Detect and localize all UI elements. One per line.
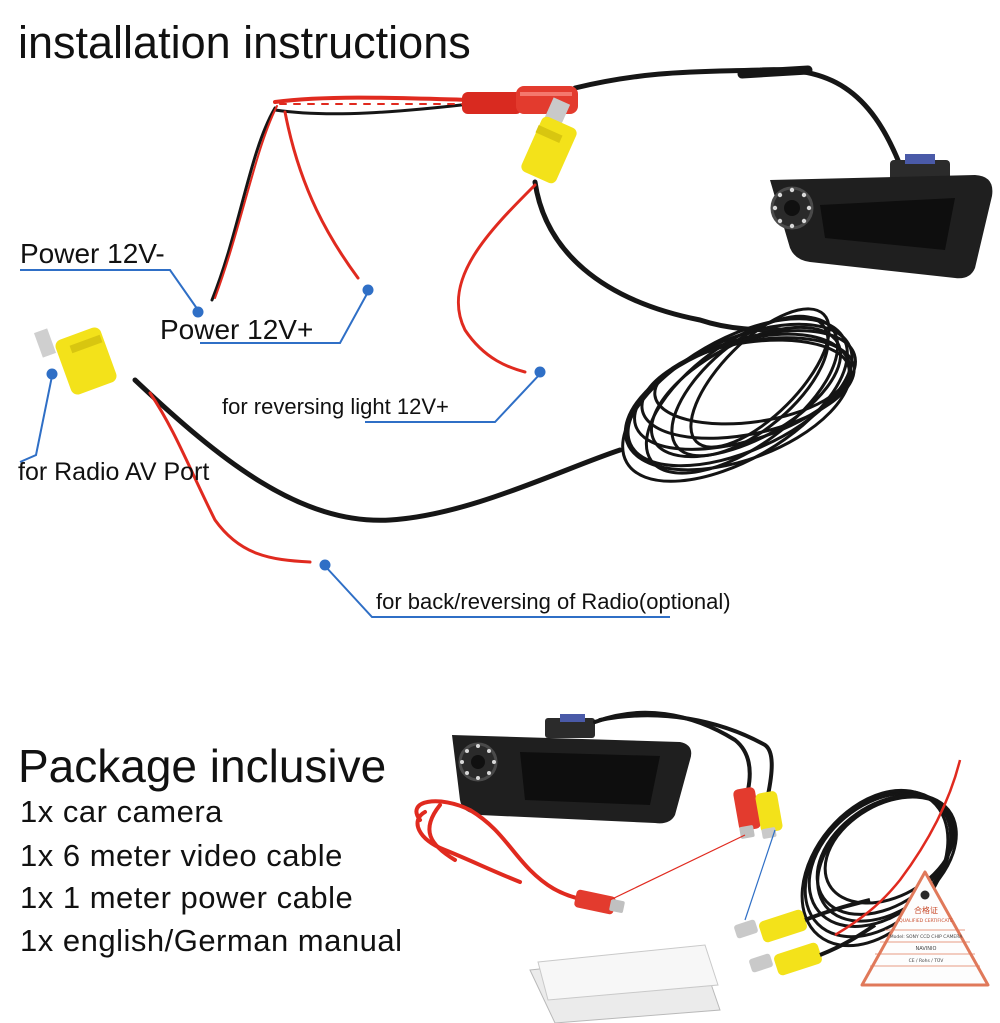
- certificate-model: Model: SONY CCD CHIP CAMERA: [890, 934, 963, 940]
- certificate-heading: 合格证: [914, 905, 938, 915]
- package-item: 1x car camera: [20, 794, 223, 829]
- twisted-power-wire: [148, 95, 537, 564]
- camera-top: [770, 154, 993, 279]
- indicator-red: [609, 834, 746, 901]
- black-cables-top: [132, 65, 903, 523]
- camera-bottom: [452, 714, 692, 824]
- package-title: Package inclusive: [18, 740, 387, 792]
- package-item: 1x english/German manual: [20, 923, 403, 958]
- label-radio-av: for Radio AV Port: [18, 458, 210, 486]
- camera-pigtail: [593, 710, 774, 797]
- pigtail-connectors: [733, 787, 783, 839]
- label-reversing-light: for reversing light 12V+: [222, 394, 449, 419]
- manual-papers: [529, 944, 721, 1023]
- label-power-positive: Power 12V+: [160, 314, 314, 345]
- rca-connector-left: [33, 327, 117, 395]
- callout-dots: [46, 284, 546, 571]
- indicator-blue: [744, 829, 776, 921]
- certificate-tag: 合格证 QUALIFIED CERTIFICATE Model: SONY CC…: [860, 870, 990, 987]
- power-cable-bottom: [414, 799, 587, 902]
- package-item: 1x 6 meter video cable: [20, 838, 343, 873]
- certificate-marks: CE / Rohs / TÜV: [909, 957, 945, 964]
- rca-plugs-bottom: [734, 898, 877, 976]
- certificate-subheading: QUALIFIED CERTIFICATE: [899, 918, 953, 924]
- package-item: 1x 1 meter power cable: [20, 880, 354, 915]
- rca-connector-top: [521, 97, 577, 184]
- label-back-reversing: for back/reversing of Radio(optional): [376, 589, 731, 614]
- dc-connector-bottom: [574, 889, 625, 915]
- video-coil-red-wire: [834, 759, 962, 937]
- certificate-brand: NAVINIO: [916, 946, 937, 952]
- callout-lines: [19, 269, 670, 618]
- page-title: installation instructions: [18, 17, 471, 68]
- cable-coil: [621, 307, 857, 483]
- label-power-negative: Power 12V-: [20, 238, 165, 269]
